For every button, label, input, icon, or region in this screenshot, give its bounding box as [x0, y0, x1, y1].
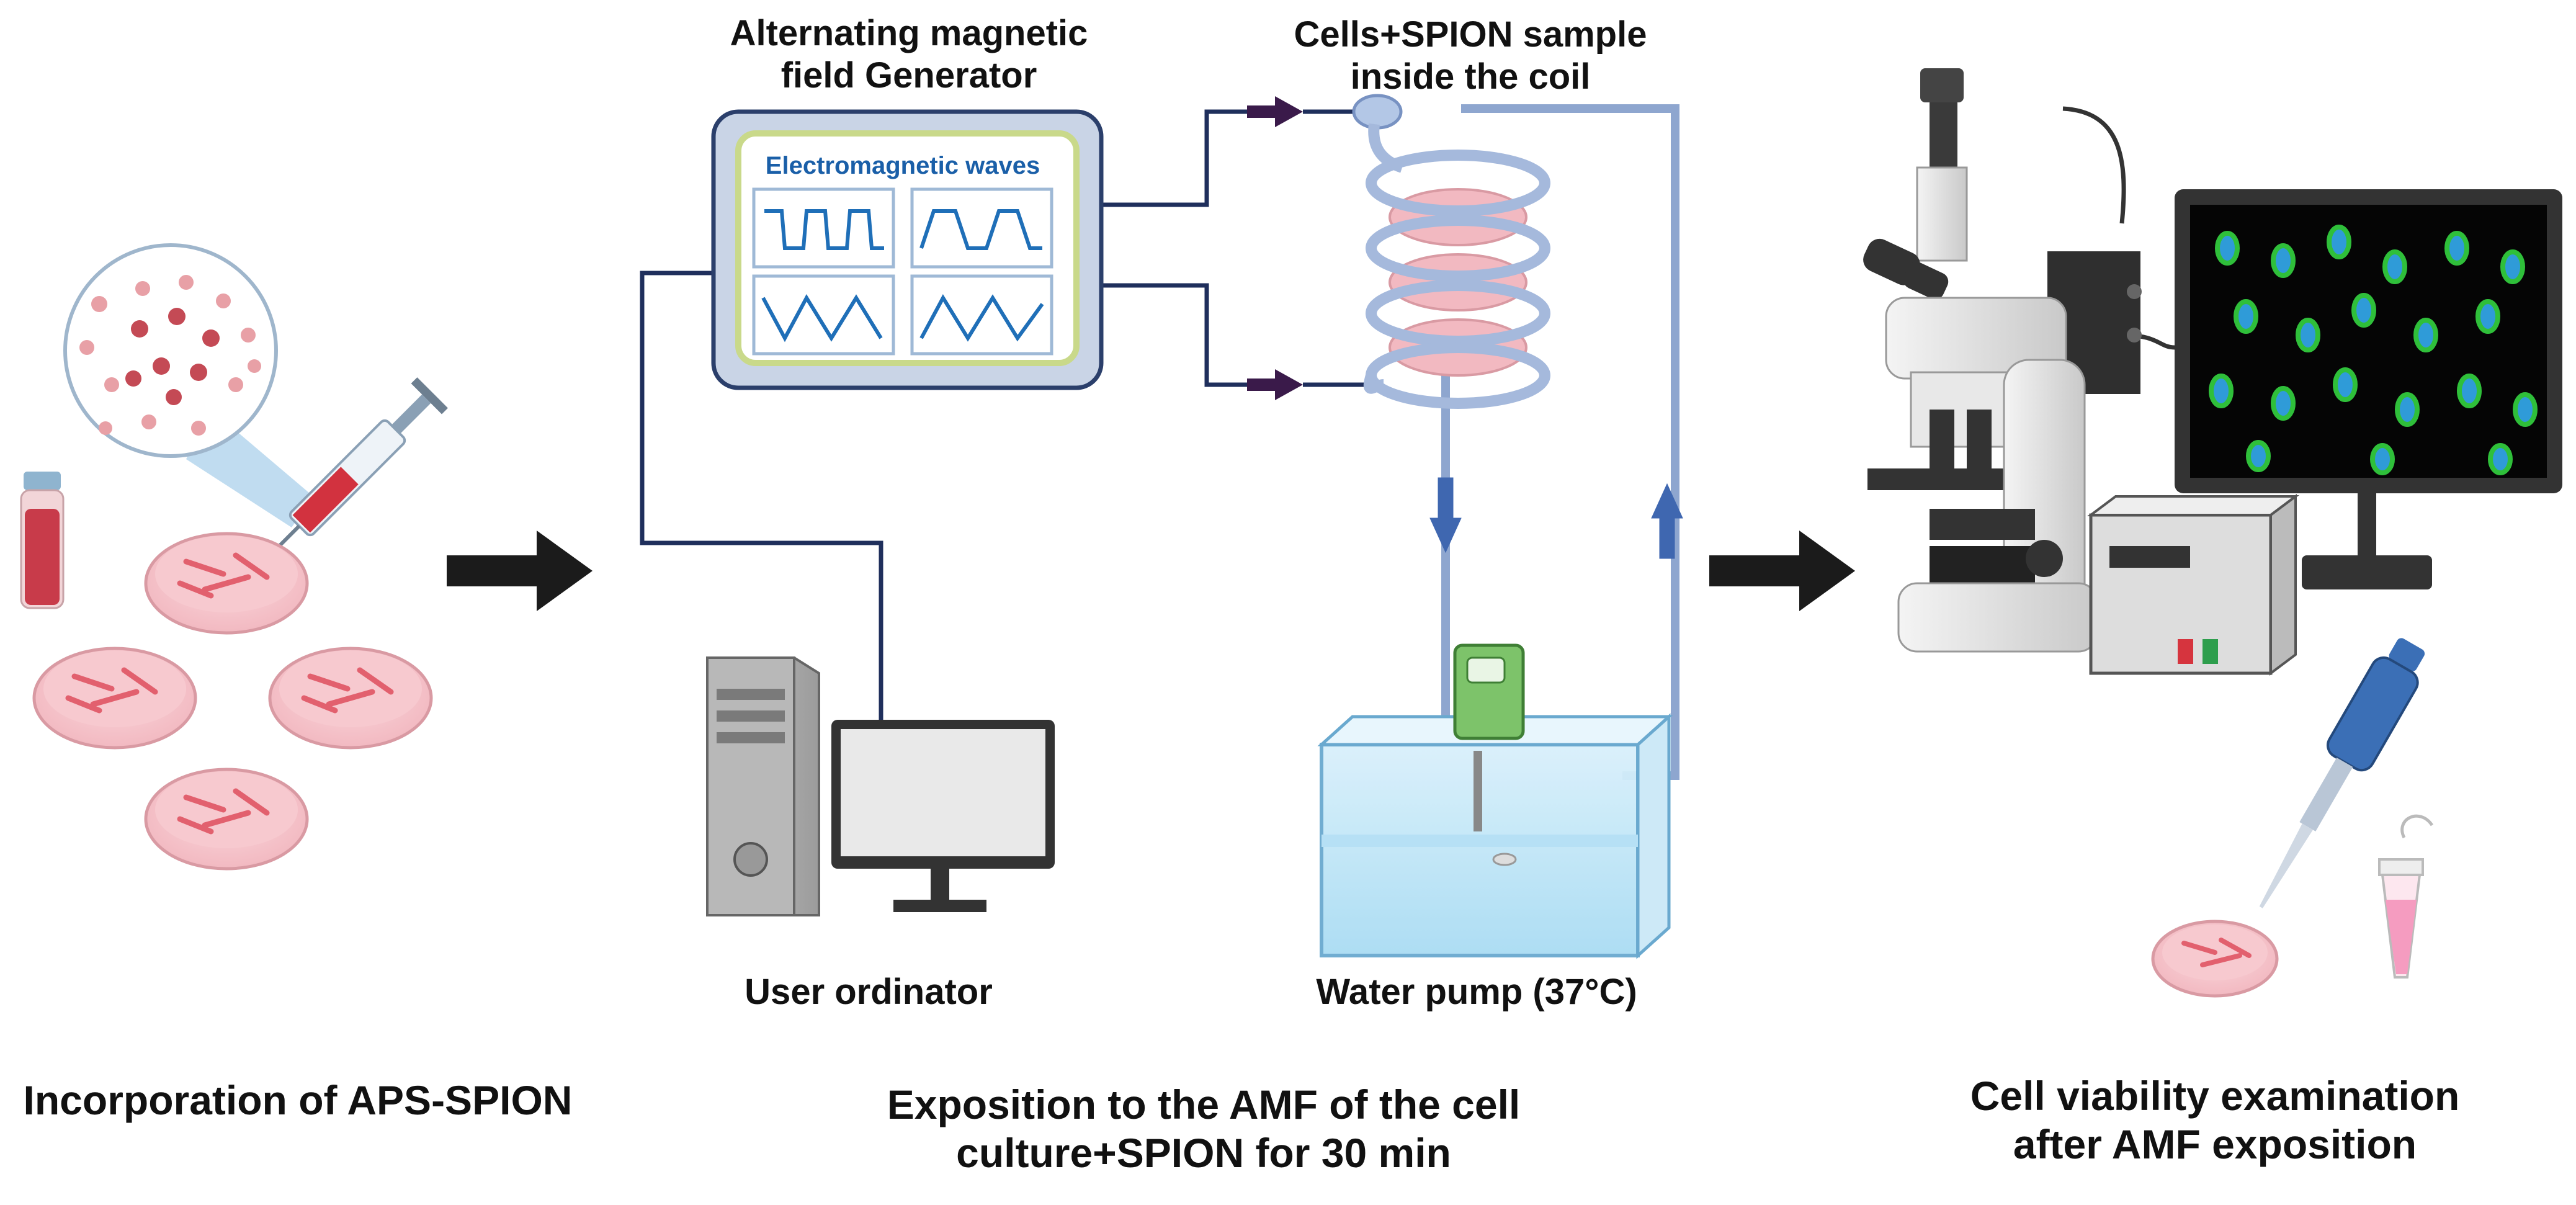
control-box — [2087, 494, 2299, 676]
coil-title-line2: inside the coil — [1350, 56, 1591, 97]
amf-generator — [711, 109, 1104, 390]
water-bath — [1317, 643, 1673, 959]
fluorescence-monitor — [2175, 189, 2562, 589]
waveform-icons — [761, 209, 1044, 343]
coil-title: Cells+SPION sample inside the coil — [1284, 14, 1657, 99]
step2-caption-line1: Exposition to the AMF of the cell — [887, 1082, 1521, 1127]
step3-caption-line2: after AMF exposition — [2013, 1121, 2417, 1167]
water-pump-icon — [1453, 643, 1525, 866]
generator-title: Alternating magnetic field Generator — [707, 12, 1111, 97]
coil-title-line1: Cells+SPION sample — [1294, 14, 1647, 55]
user-computer — [706, 656, 1055, 916]
spion-vial — [20, 472, 65, 609]
generator-title-line1: Alternating magnetic — [730, 13, 1088, 53]
petri-dish — [144, 532, 309, 635]
pipette-icon — [2259, 638, 2425, 908]
computer-label: User ordinator — [745, 972, 993, 1012]
microscope-icon — [1863, 68, 2175, 653]
petri-dish — [32, 647, 197, 750]
process-arrow-1 — [447, 531, 593, 611]
incorporation-panel — [20, 243, 448, 871]
flow-arrows — [1429, 477, 1683, 559]
petri-dish — [268, 647, 433, 750]
process-arrow-2 — [1709, 531, 1855, 611]
signal-cables — [640, 109, 1247, 720]
step2-caption: Exposition to the AMF of the cell cultur… — [831, 1081, 1576, 1178]
nanoparticle-magnifier — [63, 243, 313, 527]
step3-caption: Cell viability examination after AMF exp… — [1923, 1072, 2507, 1169]
generator-title-line2: field Generator — [780, 55, 1037, 96]
eppendorf-tube-icon — [2378, 814, 2434, 979]
water-pump-label: Water pump (37°C) — [1316, 972, 1637, 1012]
petri-dish — [144, 768, 309, 871]
step2-caption-line2: culture+SPION for 30 min — [956, 1129, 1451, 1176]
step1-caption: Incorporation of APS-SPION — [23, 1077, 573, 1123]
coil-sample — [1352, 94, 1683, 780]
amf-setup-panel — [640, 94, 1683, 959]
step3-caption-line1: Cell viability examination — [1970, 1073, 2460, 1119]
cable-direction-arrows — [1247, 96, 1374, 400]
petri-dish — [2151, 920, 2279, 998]
stained-cells — [2209, 225, 2538, 475]
viability-panel — [1863, 68, 2562, 998]
screen-title: Electromagnetic waves — [765, 152, 1040, 179]
